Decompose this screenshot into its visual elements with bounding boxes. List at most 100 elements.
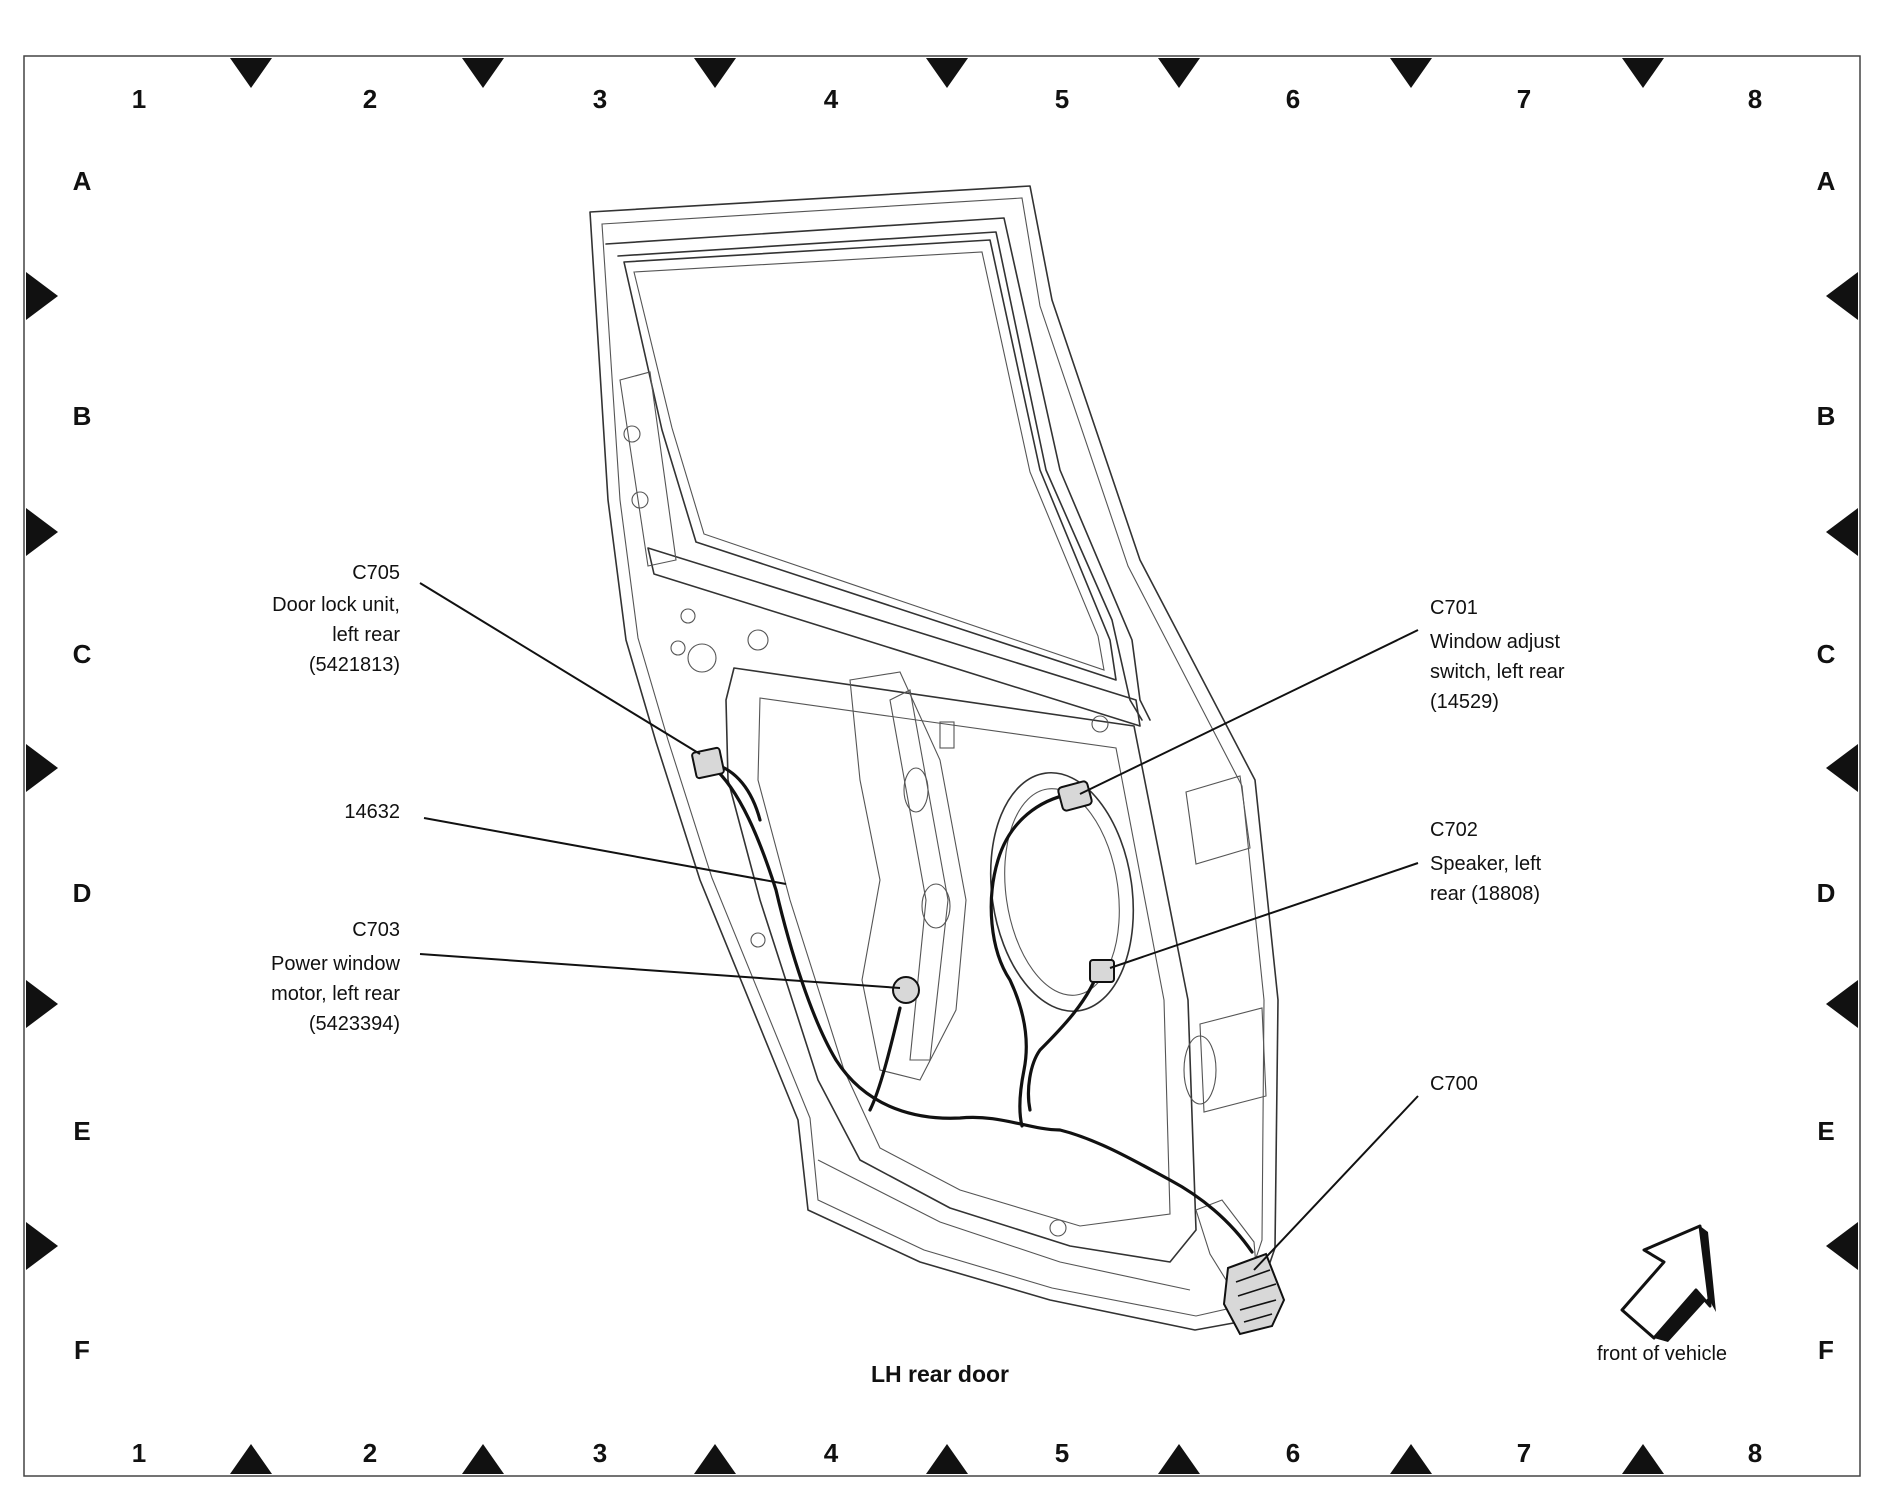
connector-c700 (1222, 1252, 1286, 1336)
callout-line: (5421813) (309, 654, 400, 676)
grid-col-label: 6 (1286, 1438, 1300, 1468)
callout-14632: 14632 (344, 801, 400, 823)
regulator-slot (939, 721, 955, 749)
leader-c705 (419, 582, 701, 755)
callout-c703: C703 Power window motor, left rear (5423… (271, 919, 401, 1035)
leader-c700 (1253, 1095, 1419, 1271)
regulator-hole (921, 883, 951, 929)
callout-c702: C702 Speaker, left rear (18808) (1430, 819, 1542, 905)
callout-line: left rear (332, 624, 400, 646)
grid-col-label: 3 (593, 84, 607, 114)
grid-row-label: E (73, 1116, 90, 1146)
grid-row-label: A (73, 166, 92, 196)
window-opening-inner (633, 251, 1105, 671)
regulator-hole (903, 767, 929, 813)
grid-col-label: 2 (363, 84, 377, 114)
grid-row-label: B (1817, 401, 1836, 431)
grid-col-label: 8 (1748, 84, 1762, 114)
grid-col-label: 7 (1517, 1438, 1531, 1468)
direction-label: front of vehicle (1597, 1343, 1727, 1365)
connector-c703 (892, 976, 920, 1004)
callout-line: (5423394) (309, 1013, 400, 1035)
lower-seam (817, 1159, 1191, 1291)
leader-c702 (1109, 862, 1419, 969)
grid-markers (26, 58, 1858, 1474)
callout-line: C700 (1430, 1073, 1478, 1095)
connector-c700-pins (1235, 1269, 1277, 1323)
window-frame-outer (605, 217, 1151, 721)
grid-row-label: F (74, 1335, 90, 1365)
grid-row-label: C (73, 639, 92, 669)
grid-col-label: 6 (1286, 84, 1300, 114)
latch-area (619, 371, 677, 567)
panel-hole (1049, 1219, 1067, 1237)
grid-col-label: 8 (1748, 1438, 1762, 1468)
grid-col-label: 5 (1055, 1438, 1069, 1468)
door-outer-flange (601, 197, 1265, 1317)
panel-hole (687, 643, 717, 673)
grid-row-labels-right: A B C D E F (1817, 166, 1836, 1365)
callout-line: Speaker, left (1430, 853, 1542, 875)
harness-motor-branch (868, 1006, 902, 1112)
callout-c705: C705 Door lock unit, left rear (5421813) (272, 562, 400, 676)
grid-row-label: B (73, 401, 92, 431)
harness-speaker-branch (1026, 964, 1102, 1112)
grid-row-label: F (1818, 1335, 1834, 1365)
grid-row-label: D (73, 878, 92, 908)
connector-c702 (1089, 959, 1115, 983)
window-regulator (849, 671, 967, 1081)
callout-line: rear (18808) (1430, 883, 1540, 905)
grid-row-labels-left: A B C D E F (73, 166, 92, 1365)
grid-column-labels-bottom: 1 2 3 4 5 6 7 8 (132, 1438, 1762, 1468)
window-frame-inner (617, 231, 1143, 721)
panel-hole (750, 932, 766, 948)
grid-row-label: D (1817, 878, 1836, 908)
window-opening (623, 239, 1117, 681)
connector-c701 (1057, 780, 1093, 812)
grid-row-label: E (1817, 1116, 1834, 1146)
callout-line: C703 (352, 919, 400, 941)
leader-lines (419, 582, 1419, 1271)
grid-col-label: 3 (593, 1438, 607, 1468)
inner-panel (725, 667, 1197, 1263)
diagram-frame (23, 55, 1861, 1477)
panel-hole (1091, 715, 1109, 733)
callout-line: (14529) (1430, 691, 1499, 713)
grid-column-labels-top: 1 2 3 4 5 6 7 8 (132, 84, 1762, 114)
panel-hole (747, 629, 769, 651)
grid-col-label: 2 (363, 1438, 377, 1468)
regulator-rail (889, 689, 949, 1061)
callout-line: Power window (271, 953, 401, 975)
callout-line: Door lock unit, (272, 594, 400, 616)
latch-hole (623, 425, 641, 443)
grid-col-label: 5 (1055, 84, 1069, 114)
connectors (691, 746, 1286, 1336)
speaker-opening-inner (1004, 788, 1120, 996)
callout-line: switch, left rear (1430, 661, 1565, 683)
diagram-title: LH rear door (871, 1361, 1009, 1387)
grid-row-label: C (1817, 639, 1836, 669)
callout-line: Window adjust (1430, 631, 1561, 653)
leader-c703 (419, 953, 901, 989)
connector-c705 (691, 746, 725, 780)
grid-col-label: 4 (824, 1438, 839, 1468)
harness-switch-branch (989, 792, 1072, 1128)
trim-recess (757, 697, 1171, 1227)
wiring-harness-14632 (710, 762, 1254, 1254)
callout-line: motor, left rear (271, 983, 400, 1005)
belt-line (647, 547, 1141, 727)
leader-c701 (1079, 629, 1419, 795)
latch-hole (631, 491, 649, 509)
grid-col-label: 1 (132, 84, 146, 114)
callout-line: C701 (1430, 597, 1478, 619)
grid-col-label: 1 (132, 1438, 146, 1468)
grid-row-label: A (1817, 166, 1836, 196)
grid-col-label: 4 (824, 84, 839, 114)
harness-trunk (710, 764, 1254, 1254)
callout-c701: C701 Window adjust switch, left rear (14… (1430, 597, 1565, 713)
panel-hole (680, 608, 696, 624)
leader-14632 (423, 817, 787, 885)
front-of-vehicle-arrow-icon (1620, 1224, 1716, 1342)
callout-line: C702 (1430, 819, 1478, 841)
